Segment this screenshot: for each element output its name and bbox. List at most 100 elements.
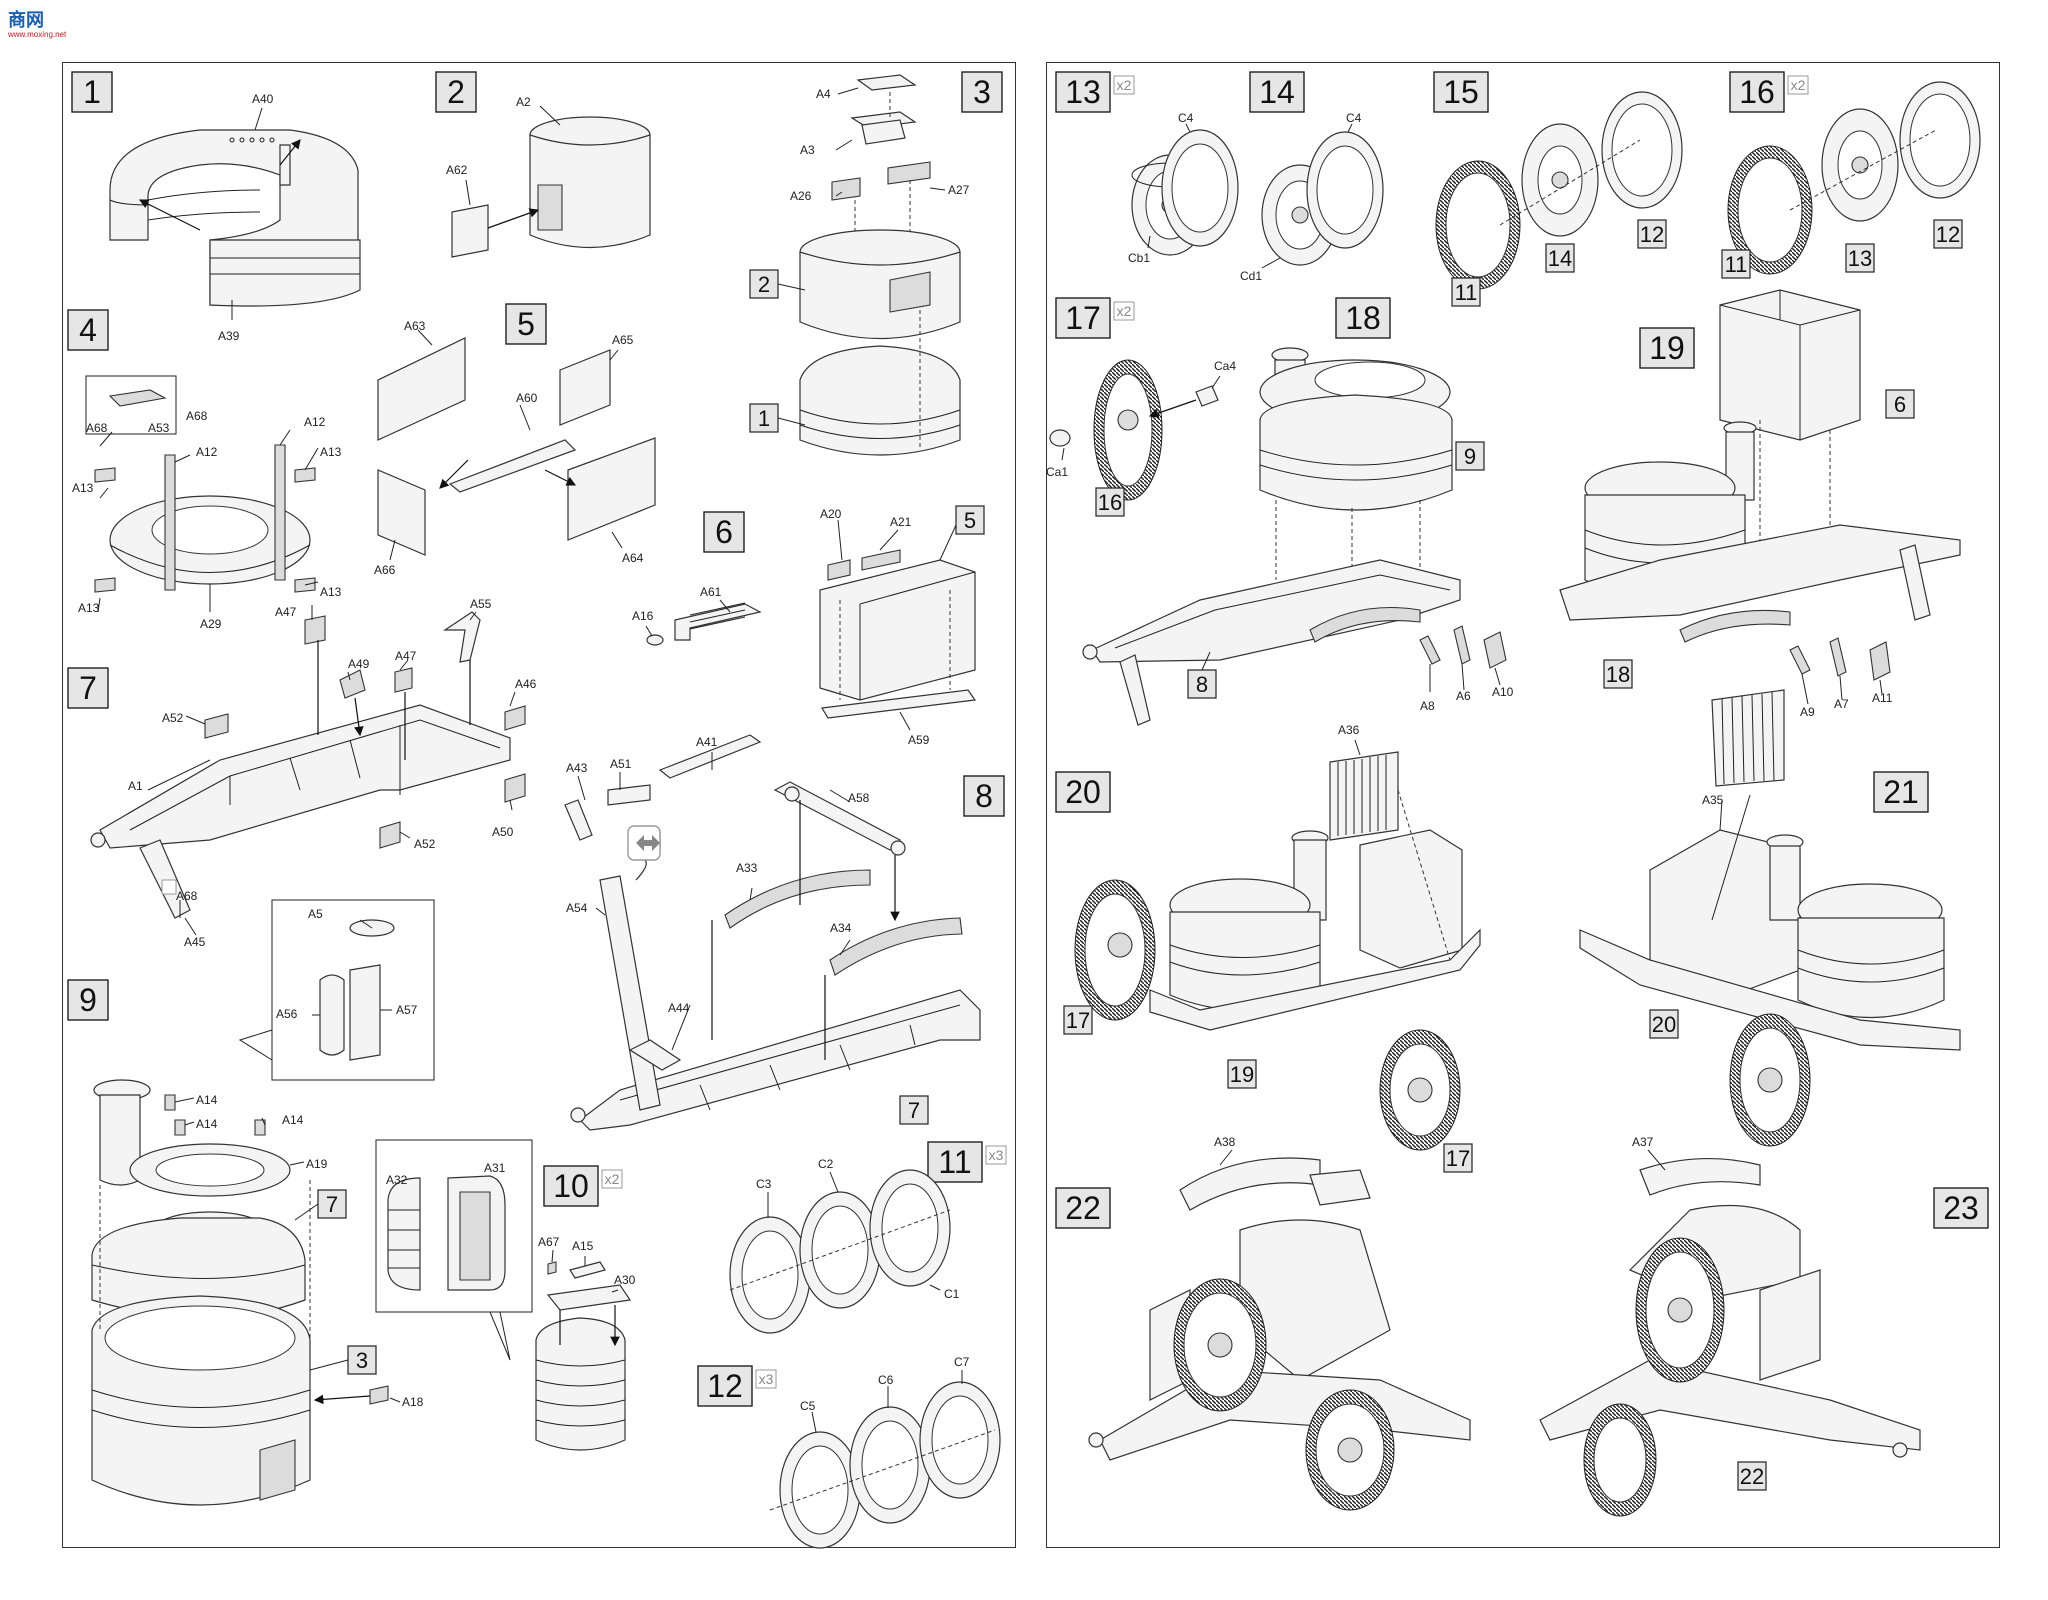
svg-text:20: 20	[1065, 774, 1101, 810]
label-A19: A19	[306, 1157, 328, 1171]
label-A29: A29	[200, 617, 222, 631]
label-A14-c: A14	[282, 1113, 304, 1127]
svg-text:4: 4	[79, 312, 97, 348]
label-A62: A62	[446, 163, 468, 177]
label-A14-a: A14	[196, 1093, 218, 1107]
label-C3: C3	[756, 1177, 772, 1191]
step-5-drawing: A63 A65 A60 A66 A64	[374, 319, 656, 577]
label-A37: A37	[1632, 1135, 1654, 1149]
label-A12-b: A12	[304, 415, 326, 429]
label-A5: A5	[308, 907, 323, 921]
svg-text:6: 6	[715, 514, 733, 550]
label-A46: A46	[515, 677, 537, 691]
svg-text:10: 10	[553, 1168, 589, 1204]
ref-3-box: 3	[347, 1345, 377, 1375]
label-Ca1: Ca1	[1046, 465, 1068, 479]
label-A55: A55	[470, 597, 492, 611]
step-14-box: 14	[1249, 71, 1305, 113]
step-6-box: 6	[703, 511, 745, 553]
label-C2: C2	[818, 1157, 834, 1171]
label-A45: A45	[184, 935, 206, 949]
label-A18: A18	[402, 1395, 424, 1409]
label-A52-b: A52	[414, 837, 436, 851]
step-9-drawing: A5 A56 A57 7 3 A14 A14 A14	[91, 899, 435, 1506]
label-A52-a: A52	[162, 711, 184, 725]
logo-text: 商网	[8, 9, 44, 31]
svg-text:11: 11	[1455, 280, 1478, 305]
svg-text:9: 9	[1464, 444, 1476, 469]
label-A64: A64	[622, 551, 644, 565]
label-Cd1: Cd1	[1240, 269, 1262, 283]
label-A34: A34	[830, 921, 852, 935]
svg-text:20: 20	[1652, 1012, 1676, 1037]
ref-7-box-b: 7	[317, 1189, 347, 1219]
step-10-drawing: A32 A31 A67 A15 A30	[375, 1139, 636, 1451]
svg-text:21: 21	[1883, 774, 1919, 810]
ref-11-box-a: 11	[1451, 277, 1481, 307]
svg-text:14: 14	[1548, 246, 1572, 271]
step-17-mult: x2	[1113, 301, 1135, 321]
step-13-drawing: C4 Cb1	[1128, 111, 1239, 265]
label-A43: A43	[566, 761, 588, 775]
svg-text:7: 7	[326, 1192, 338, 1217]
step-15-drawing: 11 14 12	[1435, 91, 1683, 307]
step-12-drawing: C5 C6 C7	[769, 1355, 1001, 1549]
label-A68-c: A68	[176, 889, 198, 903]
step-2-box: 2	[435, 71, 477, 113]
label-A38: A38	[1214, 1135, 1236, 1149]
step-5-box: 5	[505, 303, 547, 345]
svg-text:x3: x3	[989, 1147, 1004, 1163]
label-A16: A16	[632, 609, 654, 623]
label-A63: A63	[404, 319, 426, 333]
svg-text:5: 5	[517, 306, 535, 342]
svg-text:3: 3	[356, 1348, 368, 1373]
svg-text:8: 8	[975, 778, 993, 814]
step-4-box: 4	[67, 309, 109, 351]
label-A49: A49	[348, 657, 370, 671]
svg-text:3: 3	[973, 74, 991, 110]
step-3-drawing: 2 1 A4 A3 A26 A27	[749, 74, 970, 456]
step-12-mult: x3	[755, 1369, 777, 1389]
svg-text:12: 12	[1936, 222, 1960, 247]
label-A30: A30	[614, 1273, 636, 1287]
step-23-drawing: A37 22	[1539, 1135, 1921, 1517]
ref-18-box: 18	[1603, 659, 1633, 689]
step-11-mult: x3	[985, 1145, 1007, 1165]
ref-12-box-a: 12	[1637, 219, 1667, 249]
ref-22-box: 22	[1737, 1461, 1767, 1491]
label-A59: A59	[908, 733, 930, 747]
ref-1-box: 1	[749, 403, 779, 433]
ref-20-box: 20	[1649, 1009, 1679, 1039]
svg-text:5: 5	[964, 508, 976, 533]
logo-subtext: www.moxing.net	[7, 30, 67, 39]
step-13-mult: x2	[1113, 75, 1135, 95]
step-12-box: 12	[697, 1365, 753, 1407]
step-11-drawing: C3 C2 C1	[729, 1157, 960, 1334]
step-21-box: 21	[1873, 771, 1929, 813]
step-10-box: 10	[543, 1165, 599, 1207]
label-A51: A51	[610, 757, 632, 771]
svg-text:x2: x2	[1117, 303, 1132, 319]
label-A13-d: A13	[78, 601, 100, 615]
ref-8-box: 8	[1187, 669, 1217, 699]
svg-text:17: 17	[1446, 1146, 1470, 1171]
svg-text:19: 19	[1649, 330, 1685, 366]
ref-7-box-a: 7	[899, 1095, 929, 1125]
svg-text:13: 13	[1065, 74, 1101, 110]
ref-17-box-a: 17	[1063, 1005, 1093, 1035]
svg-text:x3: x3	[759, 1371, 774, 1387]
svg-text:18: 18	[1345, 300, 1381, 336]
step-16-box: 16	[1729, 71, 1785, 113]
step-19-box: 19	[1639, 327, 1695, 369]
label-C6: C6	[878, 1373, 894, 1387]
svg-text:13: 13	[1848, 246, 1872, 271]
label-A47-a: A47	[275, 605, 297, 619]
step-9-box: 9	[67, 979, 109, 1021]
svg-text:16: 16	[1098, 490, 1122, 515]
label-A68-a: A68	[86, 421, 108, 435]
label-A65: A65	[612, 333, 634, 347]
step-3-box: 3	[961, 71, 1003, 113]
step-13-box: 13	[1055, 71, 1111, 113]
svg-text:11: 11	[938, 1144, 971, 1180]
label-A8: A8	[1420, 699, 1435, 713]
